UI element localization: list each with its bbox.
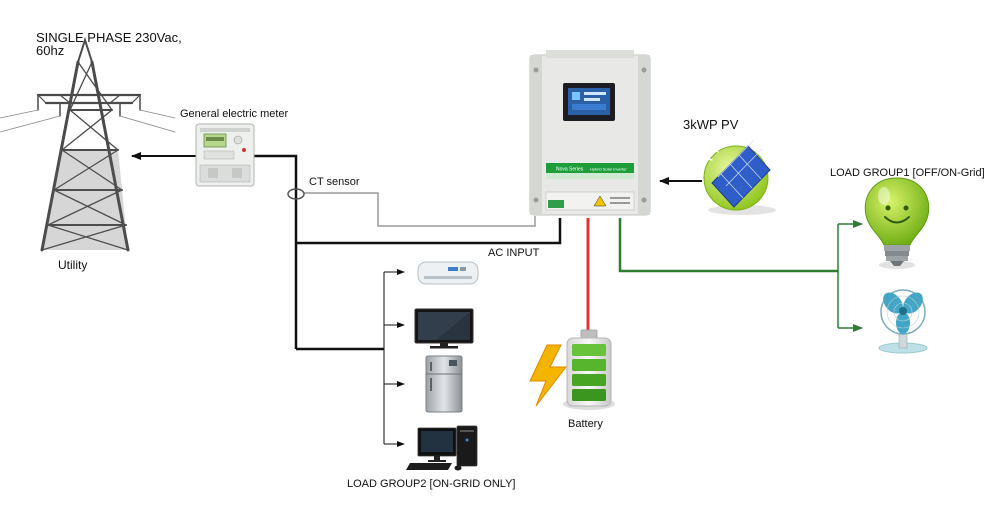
electric-meter-icon [195, 123, 255, 187]
light-bulb-icon [864, 177, 930, 269]
refrigerator-icon [425, 355, 463, 413]
pv-label: 3kWP PV [683, 117, 739, 132]
grid-title-line1: SINGLE PHASE 230Vac, [36, 30, 182, 45]
inverter-model-text: Hybrid Solar Inverter [590, 167, 627, 172]
inverter-brand-text: Nova Series [556, 167, 584, 173]
wires [131, 152, 863, 447]
solar-panel-icon [703, 137, 776, 215]
television-icon [414, 308, 474, 349]
air-conditioner-icon [417, 261, 479, 285]
grid-title-line2: 60hz [36, 43, 65, 58]
utility-label: Utility [58, 258, 88, 272]
load-group1-wire [618, 218, 838, 273]
lightning-icon [529, 344, 568, 407]
hybrid-inverter-icon: Nova Series Hybrid Solar Inverter [529, 50, 651, 216]
battery-icon [563, 329, 615, 410]
load-group2-label: LOAD GROUP2 [ON-GRID ONLY] [347, 478, 516, 490]
power-tower-icon [0, 36, 176, 252]
fan-icon [878, 289, 928, 354]
ac-input-wire [296, 218, 562, 245]
desktop-computer-icon [406, 425, 478, 471]
battery-label: Battery [568, 418, 603, 430]
ac-input-label: AC INPUT [488, 247, 540, 259]
ct-sensor-label: CT sensor [309, 176, 360, 188]
meter-to-junction-wire [254, 154, 298, 349]
load-group1-label: LOAD GROUP1 [OFF/ON-Grid] [830, 167, 985, 179]
ct-sensor-wire [304, 192, 536, 227]
meter-label: General electric meter [180, 108, 289, 120]
ct-sensor-icon [287, 188, 305, 200]
